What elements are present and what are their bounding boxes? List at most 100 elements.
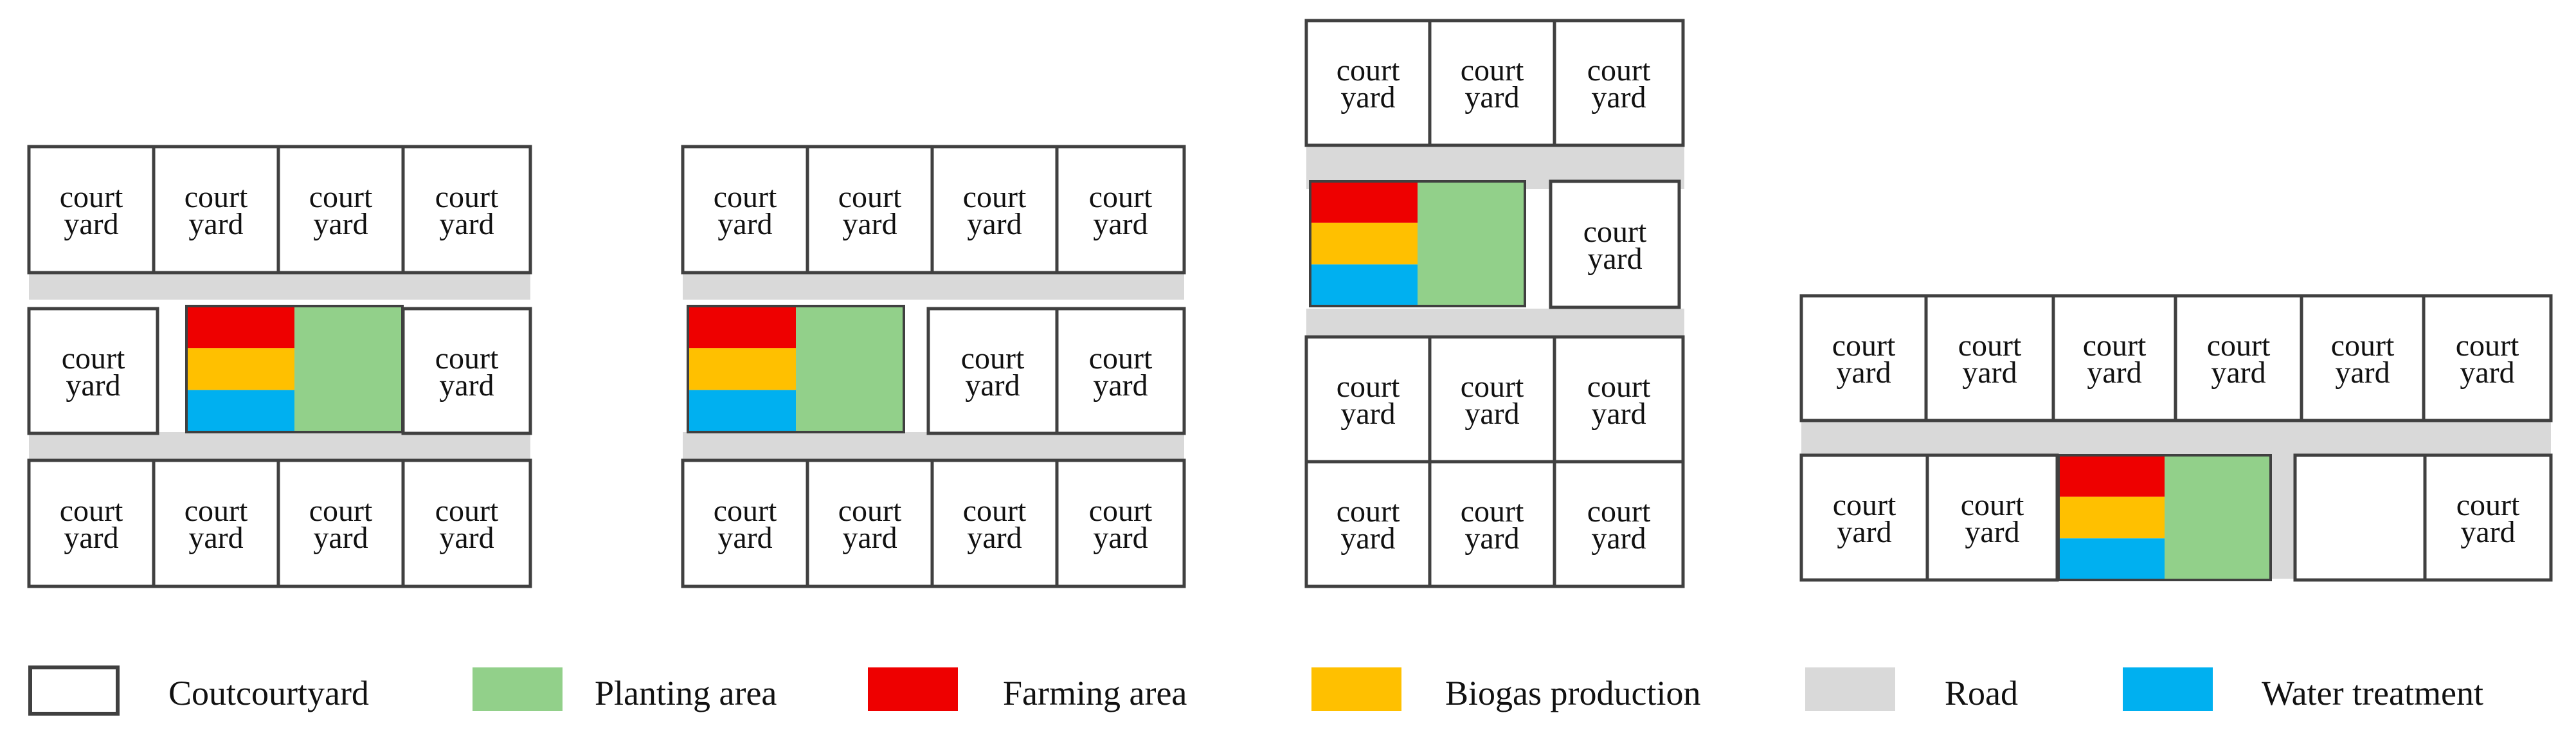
courtyard-label-line1: court bbox=[1587, 370, 1651, 404]
courtyard-label-line2: yard bbox=[1340, 397, 1395, 431]
courtyard-box bbox=[1428, 335, 1556, 464]
courtyard-label-line2: yard bbox=[2460, 515, 2515, 549]
courtyard: courtyard bbox=[930, 458, 1059, 588]
legend-label: Farming area bbox=[1003, 674, 1187, 712]
courtyard-box bbox=[27, 145, 156, 275]
courtyard: courtyard bbox=[1055, 307, 1186, 435]
legend-item-planting: Planting area bbox=[473, 667, 777, 712]
courtyard-label-line2: yard bbox=[842, 207, 897, 241]
farm-module bbox=[687, 305, 905, 433]
courtyard-box bbox=[1799, 294, 1928, 422]
planting-area bbox=[294, 306, 402, 432]
legend-label: Road bbox=[1945, 674, 2018, 712]
courtyard-label-line1: court bbox=[435, 180, 499, 214]
courtyard-box bbox=[1428, 19, 1556, 147]
courtyard-label-line2: yard bbox=[1464, 397, 1519, 431]
courtyard-label-line1: court bbox=[963, 494, 1027, 528]
courtyard-label-line1: court bbox=[714, 494, 777, 528]
courtyard: courtyard bbox=[806, 458, 934, 588]
courtyard-box bbox=[1553, 335, 1685, 464]
farm-module-outline bbox=[687, 305, 905, 433]
water-treatment-area bbox=[688, 390, 796, 432]
courtyard-label-line2: yard bbox=[1587, 242, 1642, 276]
courtyard-label-line1: court bbox=[2456, 329, 2519, 363]
legend-swatch bbox=[2123, 667, 2213, 711]
courtyard: courtyard bbox=[152, 458, 280, 588]
courtyard: courtyard bbox=[152, 145, 280, 275]
courtyard: courtyard bbox=[2423, 453, 2553, 582]
courtyard: courtyard bbox=[1428, 19, 1556, 147]
courtyard-box bbox=[401, 307, 532, 435]
courtyard: courtyard bbox=[1924, 294, 2055, 422]
legend-swatch bbox=[1311, 667, 1401, 711]
legend-swatch bbox=[868, 667, 958, 711]
courtyard: courtyard bbox=[1925, 453, 2059, 582]
road bbox=[1306, 309, 1684, 339]
legend-swatch bbox=[473, 667, 563, 711]
biogas-production-area bbox=[186, 348, 294, 390]
farm-module-outline bbox=[185, 305, 404, 433]
courtyard-box bbox=[2423, 453, 2553, 582]
courtyard: courtyard bbox=[2174, 294, 2303, 422]
courtyard-label-line1: court bbox=[1089, 180, 1153, 214]
blocks-layer: courtyardcourtyardcourtyardcourtyardcour… bbox=[27, 19, 2553, 588]
courtyard: courtyard bbox=[1304, 335, 1432, 464]
farm-module bbox=[1309, 180, 1526, 307]
courtyard-label-line1: court bbox=[1587, 53, 1651, 87]
farming-area bbox=[2058, 455, 2165, 497]
legend-label: Biogas production bbox=[1445, 674, 1700, 712]
courtyard-box bbox=[2051, 294, 2177, 422]
courtyard-box bbox=[806, 458, 934, 588]
courtyard-label-line1: court bbox=[1832, 329, 1896, 363]
courtyard: courtyard bbox=[806, 145, 934, 275]
farm-module-outline bbox=[2057, 454, 2272, 581]
courtyard-label-line2: yard bbox=[439, 521, 494, 555]
courtyard: courtyard bbox=[1428, 335, 1556, 464]
courtyard: courtyard bbox=[681, 458, 809, 588]
courtyard-box bbox=[681, 145, 809, 275]
courtyard-label-line1: court bbox=[1337, 494, 1400, 529]
courtyard-label-line1: court bbox=[2456, 488, 2520, 522]
courtyard: courtyard bbox=[27, 458, 156, 588]
courtyard-box bbox=[1925, 453, 2059, 582]
legend-item-farming: Farming area bbox=[868, 667, 1187, 712]
courtyard-box bbox=[276, 145, 405, 275]
legend-item-road: Road bbox=[1805, 667, 2018, 712]
courtyard-label-line1: court bbox=[1833, 488, 1896, 522]
courtyard-label-line1: court bbox=[1337, 370, 1400, 404]
courtyard-label-line2: yard bbox=[1591, 80, 1646, 114]
courtyard-label-line1: court bbox=[714, 180, 777, 214]
water-treatment-area bbox=[1310, 264, 1418, 306]
biogas-production-area bbox=[2058, 496, 2165, 539]
courtyard-label-line2: yard bbox=[439, 368, 494, 403]
courtyard-label-line1: court bbox=[309, 494, 373, 528]
courtyard: courtyard bbox=[1553, 460, 1685, 588]
courtyard-label-line2: yard bbox=[188, 521, 243, 555]
courtyard-box bbox=[1055, 458, 1186, 588]
courtyard-label-line2: yard bbox=[313, 207, 368, 241]
courtyard-box bbox=[401, 458, 532, 588]
courtyard-box bbox=[1055, 145, 1186, 275]
legend-item-water: Water treatment bbox=[2123, 667, 2483, 712]
courtyard: courtyard bbox=[1553, 19, 1685, 147]
water-treatment-area bbox=[2058, 538, 2165, 580]
courtyard-label-line2: yard bbox=[2211, 356, 2265, 390]
legend-item-biogas: Biogas production bbox=[1311, 667, 1700, 712]
courtyard: courtyard bbox=[401, 145, 532, 275]
courtyard: courtyard bbox=[1799, 453, 1929, 582]
courtyard-label-line1: court bbox=[1587, 494, 1651, 529]
courtyard-box bbox=[2174, 294, 2303, 422]
courtyard-label-line1: court bbox=[838, 180, 902, 214]
courtyard-label-line1: court bbox=[1583, 215, 1647, 249]
courtyard: courtyard bbox=[1304, 460, 1432, 588]
road bbox=[683, 432, 1184, 459]
courtyard-label-line2: yard bbox=[717, 207, 772, 241]
legend-swatch bbox=[28, 665, 120, 716]
farming-area bbox=[186, 306, 294, 348]
courtyard-label-line2: yard bbox=[1464, 80, 1519, 114]
courtyard-label-line1: court bbox=[1958, 329, 2022, 363]
courtyard-label-line2: yard bbox=[965, 368, 1020, 403]
courtyard-label-line2: yard bbox=[1340, 521, 1395, 556]
courtyard-label-line1: court bbox=[1961, 488, 2024, 522]
